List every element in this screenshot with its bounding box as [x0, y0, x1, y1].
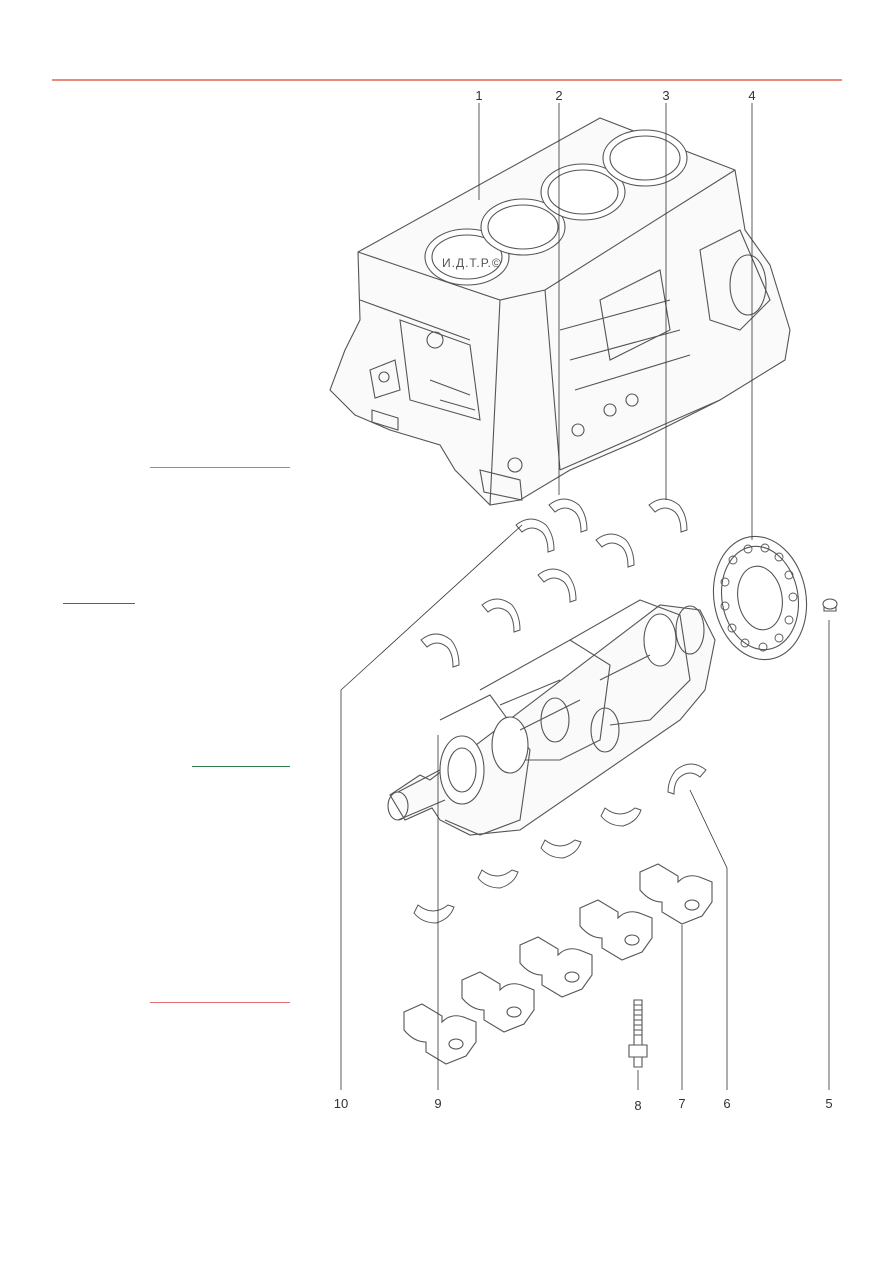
callout-10: 10 [334, 1096, 348, 1111]
crankshaft-sensor-ring [712, 535, 808, 661]
callout-1: 1 [475, 88, 482, 103]
callout-labels: 1 2 3 4 5 6 7 8 9 10 [334, 88, 833, 1113]
leader-lines [340, 103, 830, 1090]
callout-2: 2 [555, 88, 562, 103]
upper-main-bearing-shells [420, 498, 688, 668]
ring-screw [822, 598, 838, 612]
callout-7: 7 [678, 1096, 685, 1111]
main-bearing-caps [403, 863, 713, 1065]
margin-rule-red-2 [150, 1002, 290, 1003]
cylinder-block [329, 117, 791, 506]
callout-4: 4 [748, 88, 755, 103]
lower-main-bearing-shells [413, 763, 707, 924]
callout-3: 3 [662, 88, 669, 103]
callout-6: 6 [723, 1096, 730, 1111]
margin-rule-green-1 [63, 603, 135, 604]
cylinder-bores [424, 129, 688, 286]
callout-8: 8 [634, 1098, 641, 1113]
header-rule [52, 79, 842, 81]
callout-9: 9 [434, 1096, 441, 1111]
crankshaft [387, 599, 716, 836]
callout-5: 5 [825, 1096, 832, 1111]
main-bearing-cap-bolt [628, 999, 648, 1068]
margin-rule-green-2 [192, 766, 290, 767]
watermark: И.Д.Т.Р.© [442, 256, 502, 270]
margin-rule-red-1 [150, 467, 290, 468]
